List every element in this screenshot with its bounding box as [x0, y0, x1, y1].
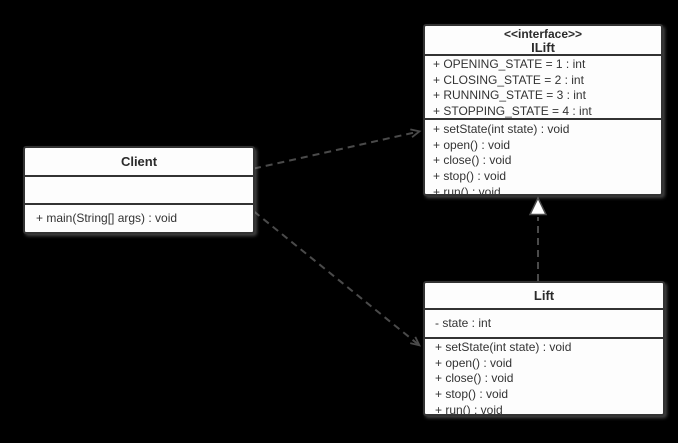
field-row: + RUNNING_STATE = 3 : int [433, 88, 586, 102]
method-row: + main(String[] args) : void [36, 211, 178, 225]
class-title-client: Client [25, 148, 253, 177]
method-row: + run() : void [433, 184, 501, 194]
method-row: + close() : void [435, 371, 514, 386]
realization-triangle-icon [528, 196, 548, 216]
field-row: + OPENING_STATE = 1 : int [433, 57, 586, 71]
dependency-arrow-client-to-ilift [253, 132, 419, 170]
lift-fields-section: - state : int [425, 310, 663, 339]
interface-box-ilift: <<interface>> ILift + OPENING_STATE = 1 … [423, 24, 663, 196]
method-row: + stop() : void [435, 387, 509, 402]
class-box-lift: Lift - state : int + setState(int state)… [423, 281, 665, 416]
method-row: + stop() : void [433, 169, 507, 184]
ilift-fields-section: + OPENING_STATE = 1 : int + CLOSING_STAT… [425, 56, 661, 120]
interface-header: <<interface>> ILift [425, 26, 661, 56]
class-title-lift: Lift [425, 283, 663, 310]
field-row: + CLOSING_STATE = 2 : int [433, 72, 584, 87]
ilift-methods-section: + setState(int state) : void + open() : … [425, 120, 661, 194]
interface-title-ilift: ILift [531, 40, 555, 55]
method-row: + close() : void [433, 153, 512, 168]
interface-stereotype: <<interface>> [503, 27, 583, 41]
client-fields-section [25, 177, 253, 205]
method-row: + run() : void [435, 402, 503, 414]
method-row: + open() : void [433, 137, 511, 152]
field-row: - state : int [435, 316, 492, 330]
method-row: + open() : void [435, 355, 513, 370]
realization-arrow-lift-to-ilift [528, 196, 548, 281]
method-row: + setState(int state) : void [433, 122, 570, 136]
lift-methods-section: + setState(int state) : void + open() : … [425, 339, 663, 414]
method-row: + setState(int state) : void [435, 340, 572, 354]
dependency-arrow-client-to-lift [253, 210, 419, 346]
field-row: + STOPPING_STATE = 4 : int [433, 103, 592, 118]
client-methods-section: + main(String[] args) : void [25, 205, 253, 232]
class-box-client: Client + main(String[] args) : void [23, 146, 255, 234]
